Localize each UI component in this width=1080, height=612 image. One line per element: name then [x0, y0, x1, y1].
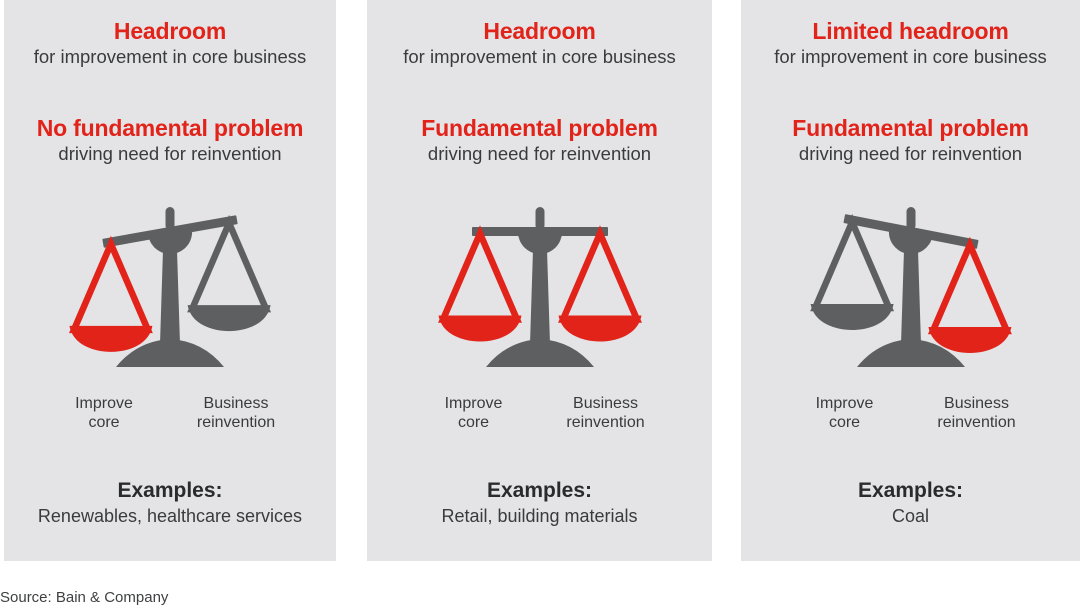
panel-fundamental-problem-balanced: Headroom for improvement in core busines…	[367, 0, 712, 561]
examples-heading: Examples:	[117, 479, 223, 502]
scale-knob	[535, 207, 544, 230]
scale-beam	[102, 215, 238, 254]
headroom-subtitle: for improvement in core business	[33, 46, 307, 67]
right-pan	[187, 214, 272, 332]
left-pan	[809, 213, 894, 331]
scale-knob	[906, 207, 915, 230]
scale-post	[160, 234, 180, 344]
scale-beam	[843, 214, 978, 254]
left-pan	[437, 225, 522, 342]
beam-bar	[471, 227, 608, 236]
headroom-title: Headroom	[483, 18, 596, 44]
balance-scale-icon	[4, 204, 336, 376]
scale-post	[900, 234, 921, 344]
left-pan-bowl	[438, 315, 521, 342]
pan-label-right: Business reinvention	[196, 395, 276, 431]
right-pan-frame	[927, 236, 1012, 335]
left-pan-frame	[68, 235, 153, 334]
fulcrum-hump	[517, 232, 562, 254]
problem-subtitle: driving need for reinvention	[58, 143, 282, 164]
balance-scale-icon	[367, 204, 712, 376]
beam-bar	[843, 214, 978, 249]
pan-labels: Improve core Business reinvention	[367, 394, 712, 432]
scale-beam	[471, 227, 608, 254]
fulcrum-hump	[888, 227, 933, 254]
examples-text: Coal	[891, 506, 930, 526]
panel-no-fundamental-problem: Headroom for improvement in core busines…	[4, 0, 336, 561]
right-pan-frame	[187, 214, 272, 313]
right-pan-frame	[557, 225, 642, 323]
right-pan	[557, 225, 642, 342]
problem-title: Fundamental problem	[421, 115, 658, 141]
balance-scale-icon	[741, 204, 1080, 376]
examples-heading: Examples:	[857, 479, 964, 502]
problem-subtitle: driving need for reinvention	[427, 143, 652, 164]
pan-label-left: Improve core	[75, 395, 133, 431]
fulcrum-hump	[148, 228, 193, 254]
right-pan-bowl	[187, 305, 271, 332]
right-pan-bowl	[927, 326, 1011, 353]
scale-knob	[165, 207, 175, 230]
headroom-subtitle: for improvement in core business	[403, 46, 676, 67]
pan-labels: Improve core Business reinvention	[741, 394, 1080, 432]
examples-text: Renewables, healthcare services	[37, 506, 303, 526]
source-note: Source: Bain & Company	[0, 589, 169, 606]
beam-bar	[102, 215, 238, 248]
left-pan-bowl	[810, 304, 894, 331]
scale-base	[116, 339, 224, 367]
problem-subtitle: driving need for reinvention	[798, 143, 1023, 164]
examples-heading: Examples:	[486, 479, 593, 502]
pan-label-left: Improve core	[815, 395, 874, 431]
scale-base	[485, 339, 594, 367]
headroom-title: Headroom	[113, 18, 227, 44]
problem-title: Fundamental problem	[792, 115, 1029, 141]
scale-post	[529, 234, 550, 344]
left-pan-frame	[809, 213, 894, 312]
pan-label-right: Business reinvention	[937, 395, 1016, 431]
examples-text: Retail, building materials	[441, 506, 638, 526]
left-pan-bowl	[69, 325, 153, 352]
pan-label-left: Improve core	[444, 395, 503, 431]
scale-base	[856, 339, 965, 367]
left-pan	[68, 235, 153, 352]
panel-limited-headroom: Limited headroom for improvement in core…	[741, 0, 1080, 561]
problem-title: No fundamental problem	[36, 115, 304, 141]
right-pan-bowl	[558, 315, 641, 342]
left-pan-frame	[437, 225, 522, 323]
right-pan	[927, 236, 1012, 353]
pan-label-right: Business reinvention	[566, 395, 645, 431]
headroom-subtitle: for improvement in core business	[774, 46, 1047, 67]
headroom-title: Limited headroom	[812, 18, 1009, 44]
pan-labels: Improve core Business reinvention	[4, 394, 336, 432]
